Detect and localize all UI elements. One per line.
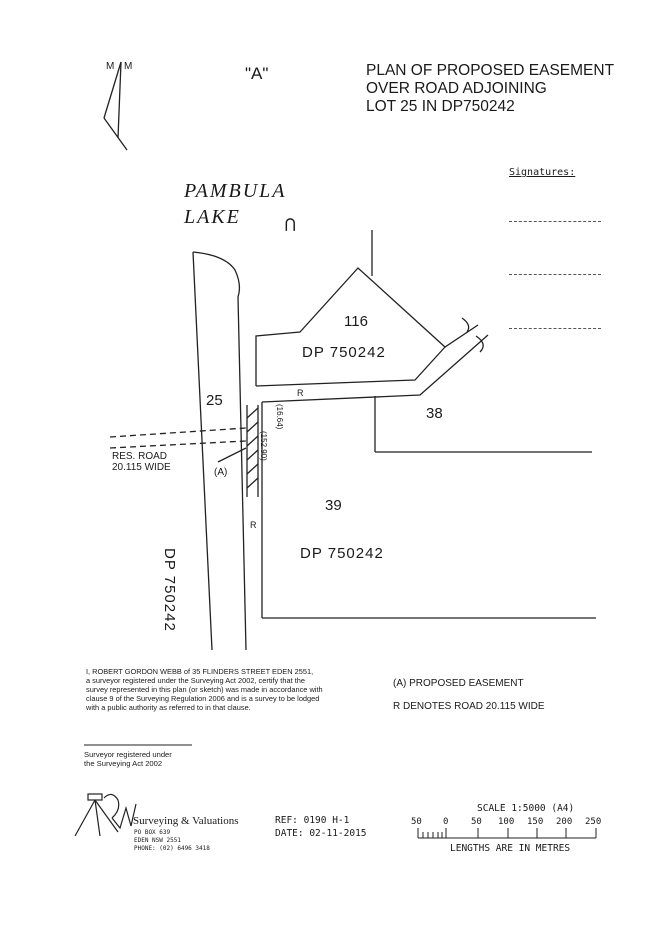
easement-hatch [217,405,259,497]
dimension-16-64: (16.64) [275,404,284,430]
lot-38-number: 38 [426,405,443,422]
lot-25-boundary [192,251,247,651]
reference-number: REF: 0190 H-1 [275,815,350,826]
road-marker-west: R [250,520,257,530]
lot-116-boundary [255,230,479,387]
road-marker-north: R [297,388,304,398]
company-address-2: EDEN NSW 2551 [134,837,181,844]
north-label-left: M [106,61,115,72]
lake-label-line-1: PAMBULA [184,180,287,202]
scale-title: SCALE 1:5000 (A4) [477,803,575,814]
plan-date: DATE: 02-11-2015 [275,828,367,839]
scale-tick-4: 100 [498,817,515,827]
scale-tick-6: 200 [556,817,573,827]
scale-tick-5: 150 [527,817,544,827]
lot-116-number: 116 [344,313,368,330]
certification-line-1: I, ROBERT GORDON WEBB of 35 FLINDERS STR… [86,667,314,676]
signature-line-2[interactable] [509,274,601,275]
lot-39-number: 39 [325,497,342,514]
legend-easement: (A) PROPOSED EASEMENT [393,678,524,689]
lot-25-number: 25 [206,392,223,409]
legend-road: R DENOTES ROAD 20.115 WIDE [393,701,545,712]
scale-caption: LENGTHS ARE IN METRES [450,843,571,854]
lot-116-dp: DP 750242 [302,344,386,361]
lot-25-dp: DP 750242 [161,548,178,632]
signatures-label: Signatures: [509,167,576,178]
lake-label-line-2: LAKE [184,206,241,228]
signature-line-3[interactable] [509,328,601,329]
scale-tick-7: 250 [585,817,602,827]
north-arrow-icon [103,61,128,151]
north-label-right: M [124,61,133,72]
scale-tick-1: 50 [411,817,422,827]
reserve-road-label-1: RES. ROAD [112,451,168,462]
surveyor-reg-line-2: the Surveying Act 2002 [84,759,163,768]
easement-marker: (A) [214,467,228,478]
sheet-id: "A" [245,64,269,83]
reserve-road-lines [109,427,247,449]
scale-tick-3: 50 [471,817,482,827]
certification-line-5: with a public authority as referred to i… [86,703,251,712]
company-name: Surveying & Valuations [133,815,239,827]
signature-line-1[interactable] [509,221,601,222]
surveyor-reg-line-1: Surveyor registered under [84,750,172,759]
reserve-road-label-2: 20.115 WIDE [112,462,171,473]
scale-tick-2: 0 [443,817,449,827]
plan-title-line-1: PLAN OF PROPOSED EASEMENT [366,62,615,79]
certification-line-4: clause 9 of the Surveying Regulation 200… [86,694,320,703]
water-symbol-icon: ⊂ [278,216,301,233]
certification-line-2: a surveyor registered under the Surveyin… [86,676,305,685]
company-address-1: PO BOX 639 [134,829,171,836]
company-logo-icon [74,793,137,837]
plan-title-line-3: LOT 25 IN DP750242 [366,98,515,115]
road-and-lot-38-39-boundaries [261,317,596,619]
company-address-3: PHONE: (02) 6496 3418 [134,845,210,852]
lot-39-dp: DP 750242 [300,545,384,562]
scale-bar [417,828,597,839]
certification-line-3: survey represented in this plan (or sket… [86,685,323,694]
dimension-152-90: (152.90) [259,431,268,461]
plan-title-line-2: OVER ROAD ADJOINING [366,80,547,97]
